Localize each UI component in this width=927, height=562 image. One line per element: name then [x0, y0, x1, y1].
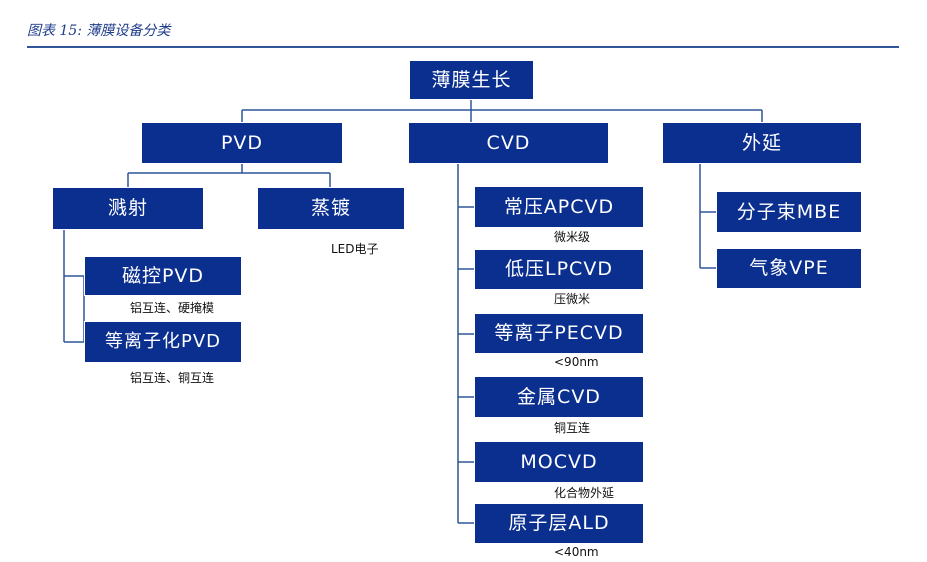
figure-caption: 图表 15: 薄膜设备分类 — [27, 23, 171, 39]
node-root: 薄膜生长 — [409, 60, 534, 100]
node-mocvd: MOCVD — [474, 441, 644, 483]
node-sputtering: 溅射 — [52, 187, 204, 230]
node-vpe: 气象VPE — [716, 248, 862, 289]
node-lpcvd: 低压LPCVD — [474, 249, 644, 290]
note-apcvd: 微米级 — [554, 230, 591, 244]
note-pecvd: <90nm — [554, 355, 599, 369]
node-apcvd: 常压APCVD — [474, 186, 644, 228]
note-plasma-pvd: 铝互连、铜互连 — [130, 371, 215, 385]
node-ald: 原子层ALD — [474, 503, 644, 544]
note-lpcvd: 压微米 — [554, 292, 591, 306]
node-metal-cvd: 金属CVD — [474, 376, 644, 418]
node-epitaxy: 外延 — [662, 122, 862, 164]
node-pecvd: 等离子PECVD — [474, 313, 644, 354]
caption-rule — [27, 46, 899, 48]
note-metal-cvd: 铜互连 — [554, 421, 591, 435]
node-pvd: PVD — [141, 122, 343, 164]
node-cvd: CVD — [408, 122, 609, 164]
node-mbe: 分子束MBE — [716, 191, 862, 233]
node-evaporation: 蒸镀 — [257, 187, 405, 230]
note-mocvd: 化合物外延 — [554, 486, 615, 500]
node-plasma-pvd: 等离子化PVD — [84, 321, 242, 363]
note-magnetron-pvd: 铝互连、硬掩模 — [130, 301, 215, 315]
note-evaporation: LED电子 — [331, 242, 379, 256]
node-magnetron-pvd: 磁控PVD — [84, 256, 242, 296]
note-ald: <40nm — [554, 545, 599, 559]
